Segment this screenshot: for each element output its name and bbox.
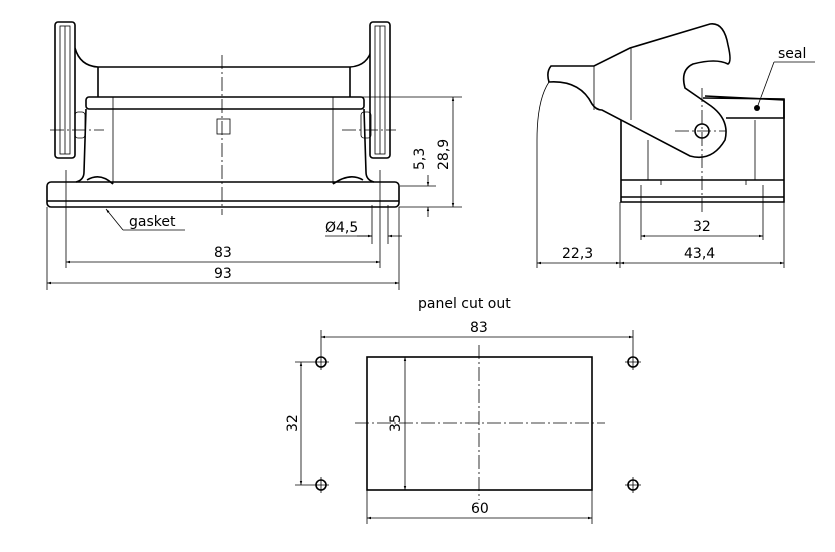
base-plate xyxy=(46,181,400,208)
locking-lever xyxy=(547,23,731,159)
side-dim-hole-pitch: 32 xyxy=(693,219,711,235)
dim-depth: 43,4 xyxy=(684,246,715,262)
dim-width: 93 xyxy=(214,266,232,282)
seal-label: seal xyxy=(778,46,806,62)
side-view: seal 32 22,3 43,4 xyxy=(536,23,815,268)
panel-cutout: panel cut out 83 32 35 60 xyxy=(285,296,641,524)
mounting-holes xyxy=(313,354,641,493)
panel-cutout-title: panel cut out xyxy=(418,296,511,312)
cutout-dim-hole-pitch-y: 32 xyxy=(285,414,301,432)
housing-body xyxy=(85,96,365,110)
cutout-dim-width: 60 xyxy=(471,501,489,517)
housing-lid xyxy=(74,47,373,68)
cutout-rect xyxy=(366,356,593,491)
dim-overhang: 22,3 xyxy=(562,246,593,262)
front-view: 28,9 5,3 Ø4,5 83 93 gasket xyxy=(46,21,462,290)
dim-height: 28,9 xyxy=(436,139,452,170)
seal-strip xyxy=(702,97,785,119)
dim-hole-diameter: Ø4,5 xyxy=(325,220,358,236)
gasket-label: gasket xyxy=(129,214,176,230)
cutout-dim-hole-pitch-x: 83 xyxy=(470,320,488,336)
dim-plate-thickness: 5,3 xyxy=(412,148,428,170)
dim-hole-pitch: 83 xyxy=(214,245,232,261)
cutout-dim-height: 35 xyxy=(388,414,404,432)
